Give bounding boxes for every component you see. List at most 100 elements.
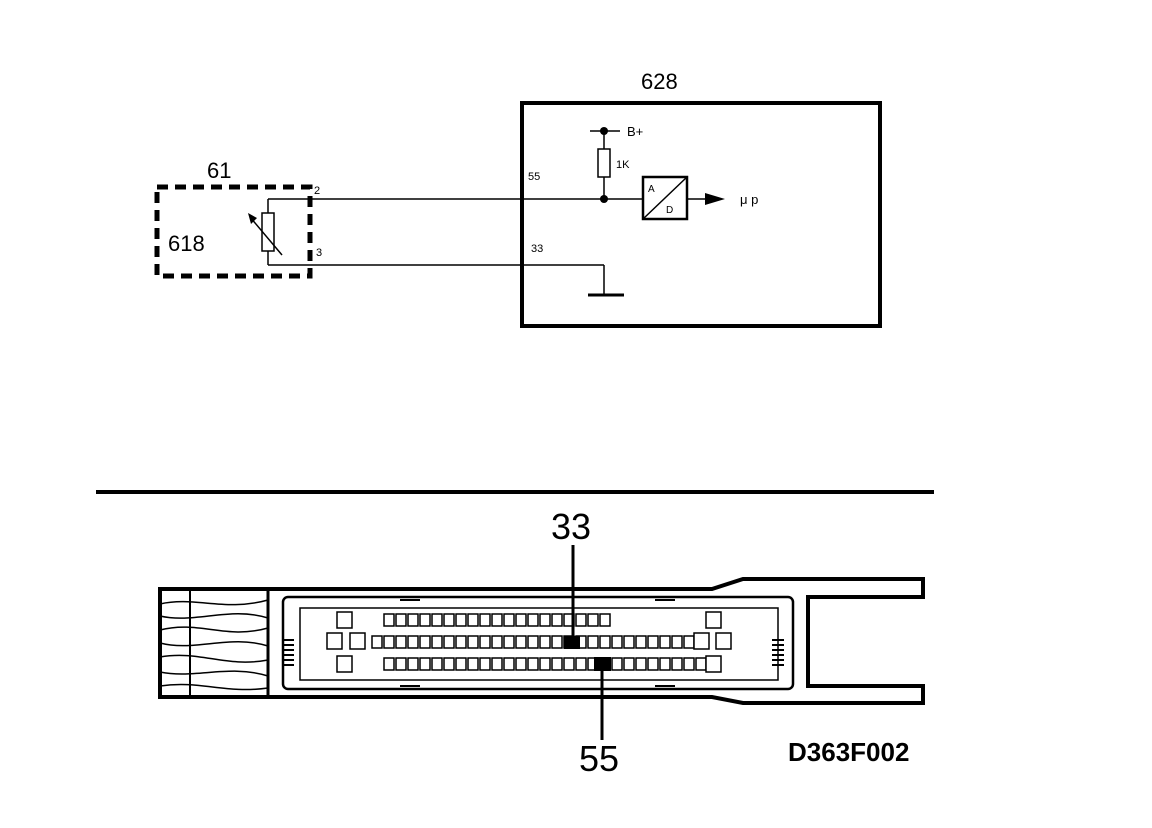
connector-pin: [659, 657, 671, 671]
connector-pin: [455, 635, 467, 649]
connector-pin: [635, 657, 647, 671]
connector-pin: [527, 657, 539, 671]
connector-pin: [419, 635, 431, 649]
connector-pin: [515, 613, 527, 627]
connector-pin: [503, 635, 515, 649]
connector-pin-large: [349, 632, 366, 650]
connector-pin: [515, 635, 527, 649]
connector-pin: [575, 657, 587, 671]
connector-pin: [407, 657, 419, 671]
connector-pin: [431, 657, 443, 671]
connector-pin: [539, 657, 551, 671]
connector-pin: [539, 613, 551, 627]
connector-pin: [671, 657, 683, 671]
connector-pin: [443, 657, 455, 671]
connector-pin: [443, 613, 455, 627]
svg-text:A: A: [648, 184, 655, 195]
connector-pin: [623, 635, 635, 649]
connector-pin: [407, 635, 419, 649]
connector-pin: [431, 635, 443, 649]
connector-pin: [683, 635, 695, 649]
connector-pin: [467, 657, 479, 671]
ecu-box: [520, 101, 882, 328]
ecu-pin-55: 55: [528, 171, 540, 183]
connector-pin-large: [705, 655, 722, 673]
connector-pin: [443, 635, 455, 649]
connector-pin: [467, 635, 479, 649]
supply-label: B+: [627, 124, 643, 139]
connector-pin: [407, 613, 419, 627]
connector-pin: [671, 635, 683, 649]
connector-pin: [587, 613, 599, 627]
connector-drawing: [158, 577, 925, 705]
connector-pin: [599, 613, 611, 627]
connector-pin-large: [336, 611, 353, 629]
connector-pin: [515, 657, 527, 671]
sensor-box: [154, 184, 313, 279]
connector-pin: [683, 657, 695, 671]
connector-pin: [419, 613, 431, 627]
connector-pin-large: [336, 655, 353, 673]
connector-pin: [659, 635, 671, 649]
pin-33-callout: 33: [551, 506, 591, 547]
connector-pin: [575, 613, 587, 627]
connector-pin: [431, 613, 443, 627]
connector-pin: [491, 657, 503, 671]
connector-pin: [467, 613, 479, 627]
microprocessor-label: μ p: [740, 192, 758, 207]
connector-pin: [539, 635, 551, 649]
connector-pin: [479, 635, 491, 649]
connector-pin: [611, 657, 623, 671]
sensor-pin-3: 3: [316, 247, 322, 259]
connector-pin: [551, 613, 563, 627]
connector-pin: [371, 635, 383, 649]
pullup-resistor: [597, 148, 611, 178]
signal-node: [600, 195, 608, 203]
connector-pin-large: [326, 632, 343, 650]
connector-pin-large: [705, 611, 722, 629]
connector-pin: [527, 635, 539, 649]
connector-pin: [503, 657, 515, 671]
connector-pin: [479, 613, 491, 627]
adc-output-arrow: [705, 193, 725, 205]
adc-block: A D: [641, 175, 689, 221]
connector-pin: [479, 657, 491, 671]
connector-pin: [455, 613, 467, 627]
connector-pin: [551, 657, 563, 671]
ecu-label: 628: [641, 69, 678, 94]
connector-pin-large: [693, 632, 710, 650]
connector-pin: [695, 657, 707, 671]
connector-pin: [383, 657, 395, 671]
connector-pin: [419, 657, 431, 671]
connector-pin: [647, 635, 659, 649]
connector-latch-slots: [282, 639, 784, 666]
connector-pin: [587, 635, 599, 649]
connector-pin: [383, 635, 395, 649]
ecu-pin-33: 33: [531, 243, 543, 255]
connector-pin-large: [715, 632, 732, 650]
connector-pins: [326, 611, 732, 673]
svg-text:D: D: [666, 205, 673, 216]
pin-33-highlight: [564, 636, 580, 649]
sensor-label: 618: [168, 231, 205, 256]
connector-pin: [611, 635, 623, 649]
thermistor-symbol: [248, 199, 283, 265]
connector-pin: [395, 613, 407, 627]
figure-id: D363F002: [788, 737, 909, 767]
connector-pin: [551, 635, 563, 649]
connector-pin: [599, 635, 611, 649]
pin-55-callout: 55: [579, 738, 619, 779]
connector-pin: [395, 635, 407, 649]
sensor-pin-2: 2: [314, 185, 320, 197]
connector-pin: [395, 657, 407, 671]
connector-pin: [647, 657, 659, 671]
connector-pin: [491, 613, 503, 627]
connector-pin: [491, 635, 503, 649]
connector-pin: [623, 657, 635, 671]
connector-pin: [503, 613, 515, 627]
connector-pin: [635, 635, 647, 649]
connector-pin: [383, 613, 395, 627]
sensor-group-label: 61: [207, 158, 231, 183]
connector-pin: [455, 657, 467, 671]
